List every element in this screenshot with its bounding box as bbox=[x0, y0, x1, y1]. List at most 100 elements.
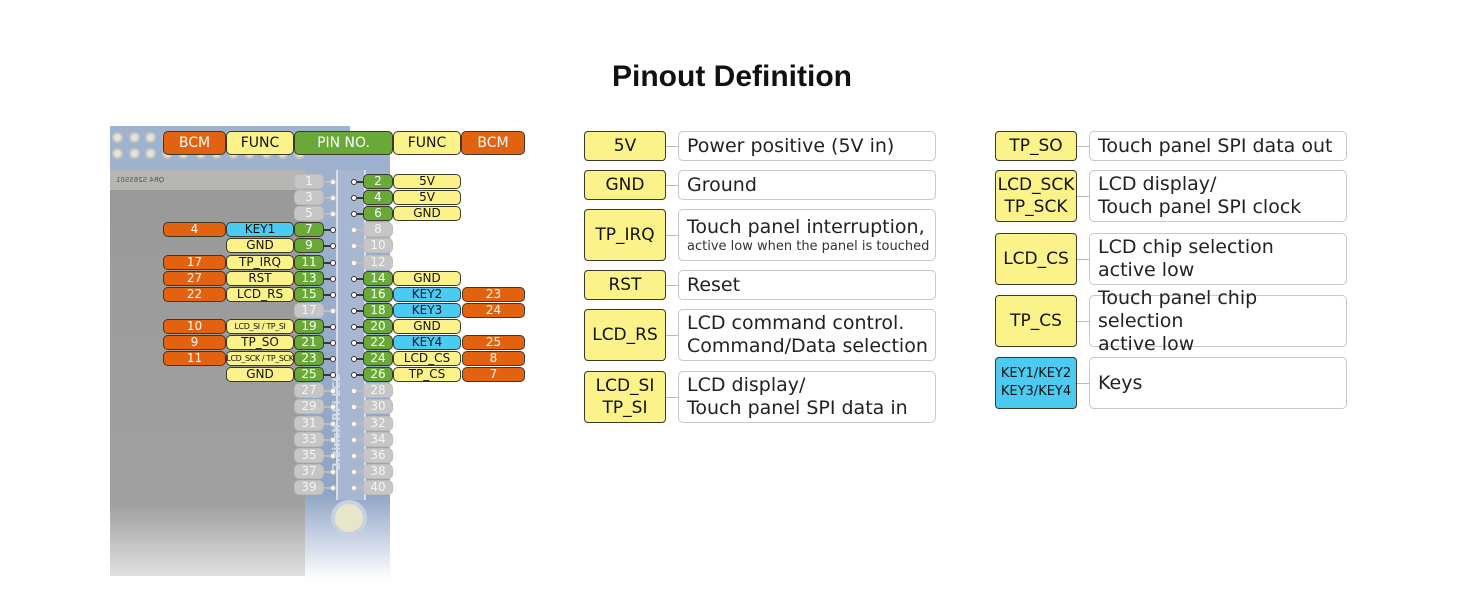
pin-lead bbox=[324, 293, 332, 296]
pin-func-4: 5V bbox=[393, 190, 461, 206]
pin-func-11: TP_IRQ bbox=[226, 254, 294, 270]
pin-lead bbox=[324, 213, 332, 216]
pin-lead bbox=[324, 438, 332, 441]
pin-number-9: 9 bbox=[294, 238, 324, 254]
header-right-func: FUNC bbox=[393, 131, 461, 155]
pin-number-19: 19 bbox=[294, 318, 324, 334]
pin-func-22: KEY4 bbox=[393, 335, 461, 350]
pin-number-33: 33 bbox=[294, 431, 324, 447]
pin-bcm-11: 17 bbox=[163, 254, 226, 270]
pin-lead bbox=[324, 390, 332, 393]
pin-number-36: 36 bbox=[363, 447, 393, 463]
pin-dot bbox=[351, 404, 357, 411]
pin-func-24: LCD_CS bbox=[393, 351, 461, 367]
pin-bcm-16: 23 bbox=[462, 286, 525, 302]
pin-number-6: 6 bbox=[363, 206, 393, 222]
pin-lead bbox=[324, 342, 332, 344]
pin-number-5: 5 bbox=[294, 206, 324, 222]
pin-dot bbox=[330, 388, 336, 395]
legend-description: Touch panel interruption,active low when… bbox=[678, 209, 936, 261]
pin-number-28: 28 bbox=[363, 383, 393, 399]
pin-number-26: 26 bbox=[363, 367, 393, 383]
pin-lead bbox=[355, 229, 363, 232]
legend-tag-line: TP_IRQ bbox=[595, 225, 655, 245]
pin-lead bbox=[355, 422, 363, 425]
legend-tag-line: LCD_SCK bbox=[997, 175, 1075, 195]
pin-lead bbox=[324, 261, 332, 264]
pin-dot bbox=[330, 323, 336, 330]
legend-tag: RST bbox=[584, 270, 666, 300]
pin-dot bbox=[330, 275, 336, 282]
pin-func-25: GND bbox=[226, 367, 294, 383]
legend-description-line: active low bbox=[1098, 332, 1195, 355]
lcd-screen bbox=[110, 190, 332, 576]
pcb-hole bbox=[128, 148, 140, 159]
legend-tag-line: TP_SO bbox=[1009, 136, 1063, 156]
pin-bcm-22: 25 bbox=[462, 335, 525, 350]
legend-tag-line: KEY3/KEY4 bbox=[1000, 384, 1072, 399]
pin-func-20: GND bbox=[393, 318, 461, 334]
pin-lead bbox=[324, 229, 332, 232]
pin-dot bbox=[351, 388, 357, 395]
pin-lead bbox=[324, 181, 332, 183]
pin-number-35: 35 bbox=[294, 447, 324, 463]
legend-description: Keys bbox=[1089, 357, 1347, 409]
legend-description-line: Touch panel SPI data in bbox=[687, 397, 908, 419]
pin-dot bbox=[351, 227, 357, 234]
pin-dot bbox=[330, 420, 336, 427]
pin-number-15: 15 bbox=[294, 286, 324, 302]
mounting-hole bbox=[331, 500, 367, 536]
header-left-bcm: BCM bbox=[163, 131, 226, 155]
pin-dot bbox=[330, 211, 336, 218]
pin-func-2: 5V bbox=[393, 174, 461, 189]
pin-number-31: 31 bbox=[294, 415, 324, 431]
legend-tag-text: TP_CS bbox=[1010, 310, 1062, 332]
pin-bcm-15: 22 bbox=[163, 286, 226, 302]
pin-lead bbox=[324, 245, 332, 248]
legend-tag-text: LCD_RS bbox=[592, 324, 658, 346]
legend-connector bbox=[1077, 383, 1089, 384]
pin-dot bbox=[330, 179, 336, 185]
pin-dot bbox=[330, 372, 336, 379]
pin-func-13: RST bbox=[226, 270, 294, 286]
pin-number-23: 23 bbox=[294, 351, 324, 367]
header-right-bcm: BCM bbox=[461, 131, 525, 155]
legend-description-subtext: active low when the panel is touched bbox=[687, 239, 930, 254]
legend-connector bbox=[1077, 259, 1089, 260]
pin-lead bbox=[355, 261, 363, 264]
legend-tag-line: LCD_RS bbox=[592, 325, 658, 345]
pin-number-16: 16 bbox=[363, 286, 393, 302]
pin-number-39: 39 bbox=[294, 479, 324, 495]
pin-bcm-13: 27 bbox=[163, 270, 226, 286]
pin-dot bbox=[330, 291, 336, 298]
legend-description-line: LCD chip selection bbox=[1098, 236, 1274, 258]
pin-dot bbox=[330, 195, 336, 202]
pin-lead bbox=[355, 374, 363, 377]
legend-tag-text: 5V bbox=[614, 135, 636, 157]
legend-tag-line: GND bbox=[605, 175, 645, 195]
pin-bcm-23: 11 bbox=[163, 351, 226, 367]
page-title: Pinout Definition bbox=[612, 60, 852, 93]
legend-connector bbox=[666, 185, 678, 186]
pin-lead bbox=[355, 197, 363, 200]
pin-lead bbox=[355, 309, 363, 312]
legend-tag-line: LCD_SI bbox=[595, 376, 655, 396]
pin-func-21: TP_SO bbox=[226, 335, 294, 350]
legend-tag: TP_CS bbox=[995, 295, 1077, 347]
pin-lead bbox=[355, 390, 363, 393]
pin-number-11: 11 bbox=[294, 254, 324, 270]
pin-lead bbox=[324, 406, 332, 409]
pin-lead bbox=[324, 325, 332, 328]
legend-description: Ground bbox=[678, 170, 936, 200]
legend-connector bbox=[666, 235, 678, 236]
pin-dot bbox=[330, 259, 336, 266]
pin-dot bbox=[330, 243, 336, 250]
pin-lead bbox=[355, 325, 363, 328]
legend-tag-line: 5V bbox=[613, 136, 637, 156]
pin-lead bbox=[324, 470, 332, 473]
pin-bcm-18: 24 bbox=[462, 302, 525, 318]
pin-dot bbox=[351, 291, 357, 298]
pin-dot bbox=[351, 195, 357, 202]
